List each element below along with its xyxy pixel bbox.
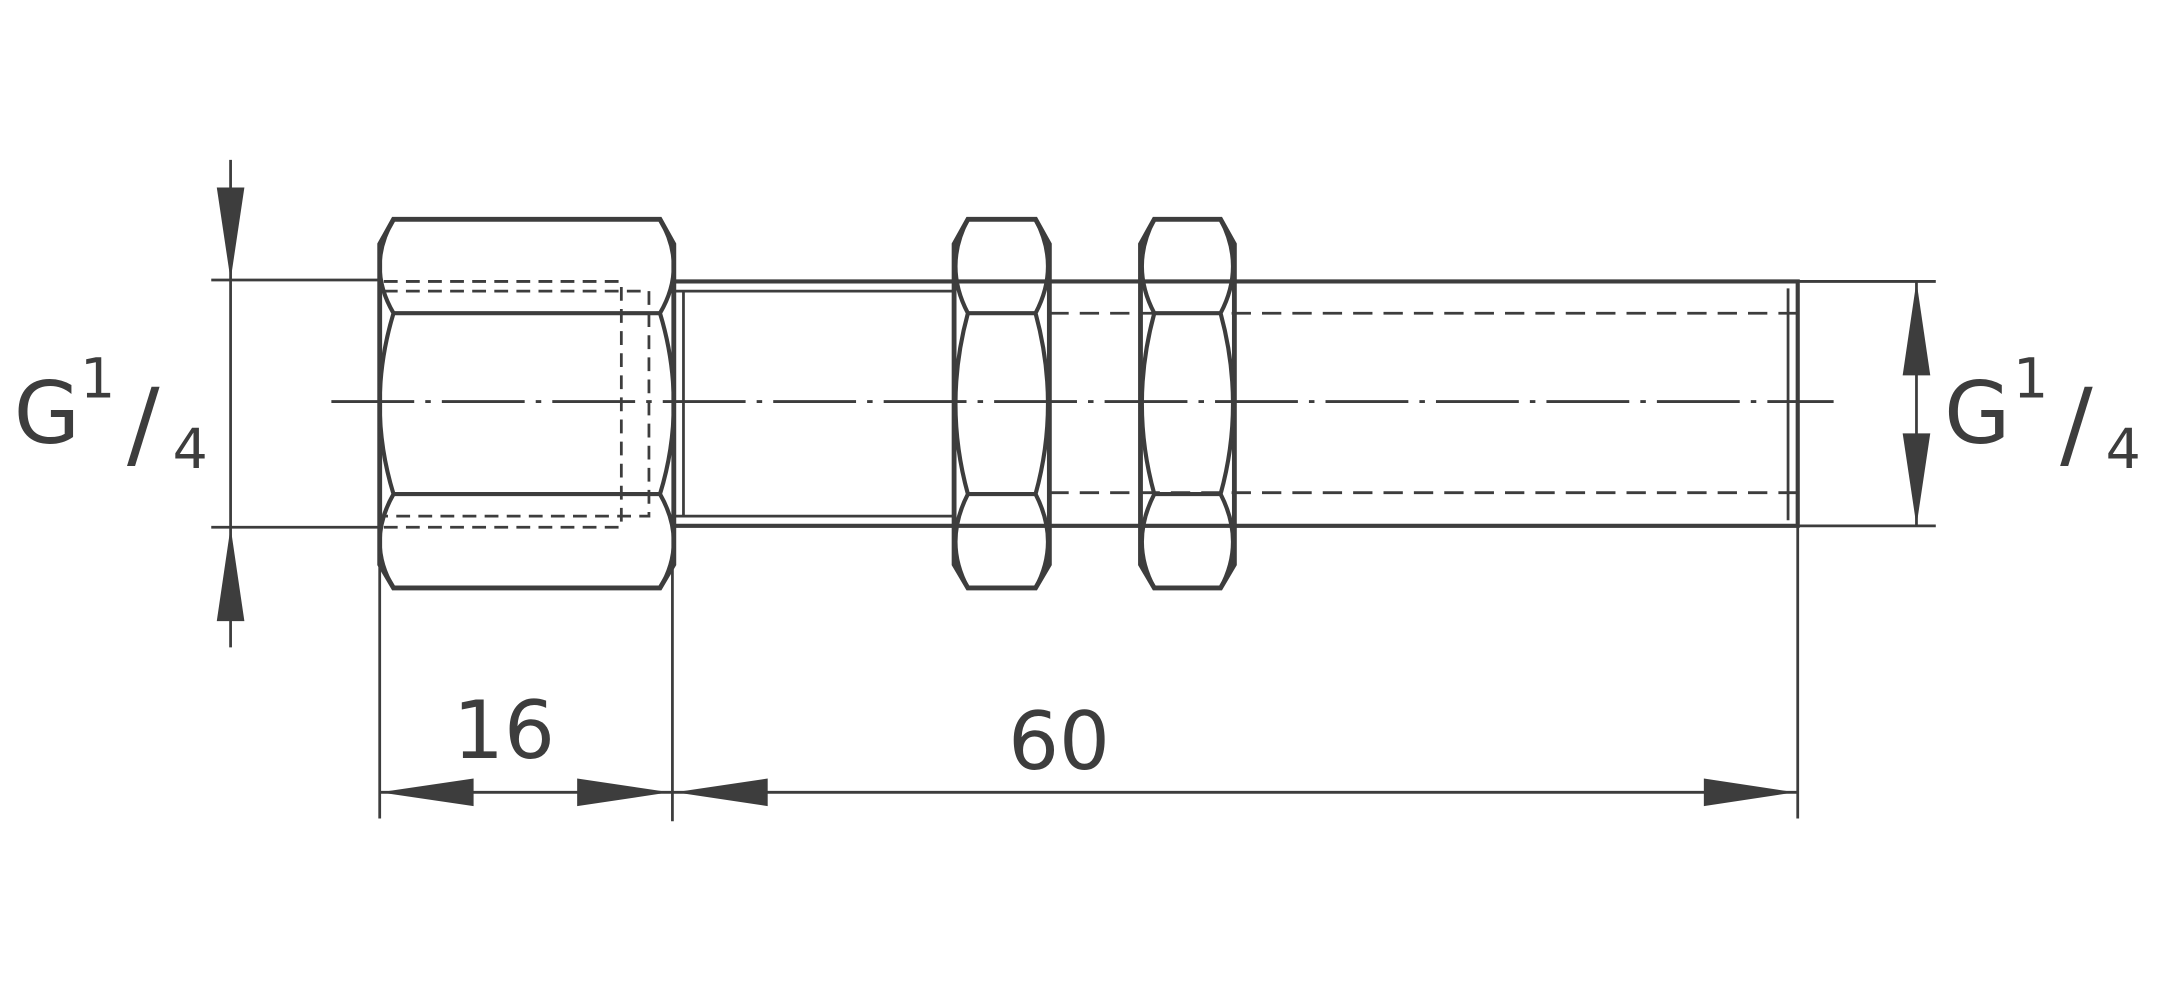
hex-nut-1 <box>951 216 1052 591</box>
svg-text:4: 4 <box>2106 418 2141 482</box>
svg-text:1: 1 <box>2013 347 2048 411</box>
svg-text:G: G <box>1944 365 2010 464</box>
dimension-16: 16 <box>453 684 555 777</box>
svg-text:G: G <box>14 365 80 464</box>
union-nut <box>377 216 677 591</box>
dimension-60: 60 <box>1008 695 1110 788</box>
svg-text:/: / <box>127 367 160 480</box>
left-thread-label: G 1 / 4 <box>14 347 208 481</box>
hex-nut-2 <box>1138 216 1237 591</box>
right-diameter-dimension <box>1797 280 1936 528</box>
svg-text:1: 1 <box>80 347 115 411</box>
length-dimensions <box>378 525 1800 822</box>
left-diameter-dimension <box>211 159 380 648</box>
svg-text:/: / <box>2060 367 2093 480</box>
svg-text:4: 4 <box>173 418 208 482</box>
right-thread-label: G 1 / 4 <box>1944 347 2141 481</box>
